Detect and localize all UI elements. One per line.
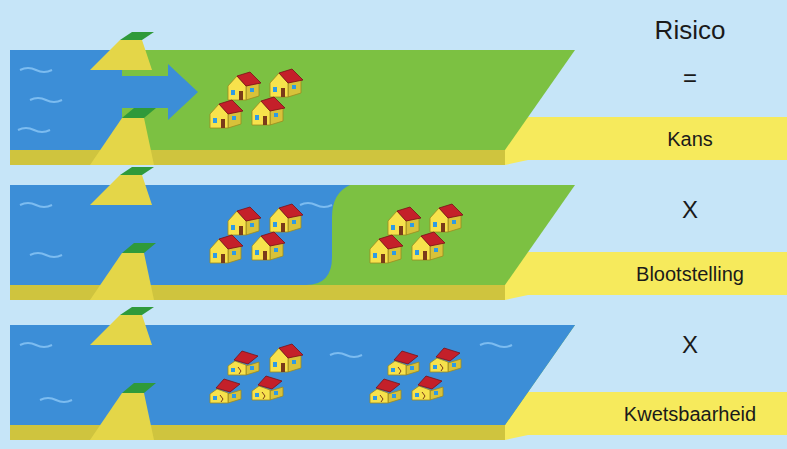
times-sign: X [682, 196, 698, 224]
risk-term: Risico [655, 15, 726, 46]
hazard-band: Kans [528, 117, 787, 160]
hazard-band: Kwetsbaarheid [528, 392, 787, 435]
factor-label: Blootstelling [636, 262, 744, 285]
hazard-band: Blootstelling [528, 252, 787, 295]
equals-sign: = [683, 64, 697, 92]
factor-label: Kans [667, 127, 713, 150]
factor-label: Kwetsbaarheid [624, 402, 756, 425]
times-sign: X [682, 331, 698, 359]
